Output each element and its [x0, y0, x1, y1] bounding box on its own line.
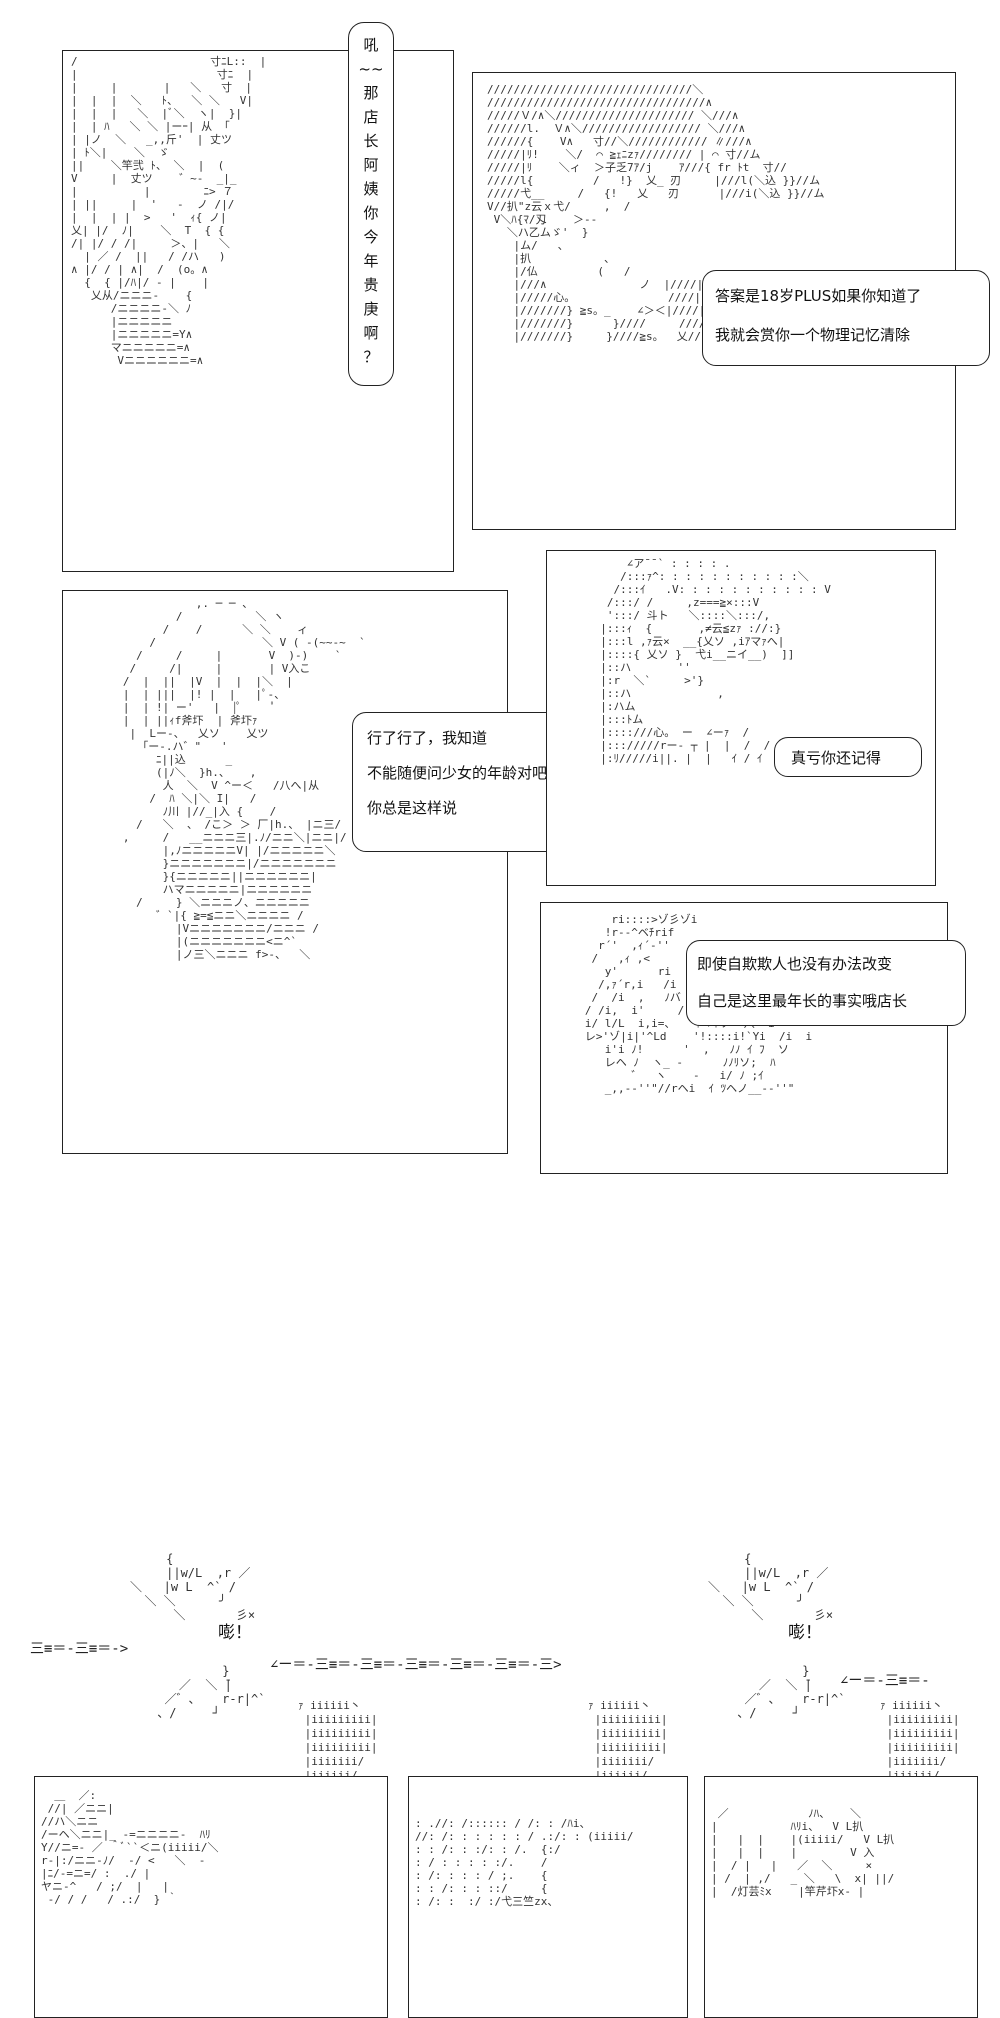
- impact-column-middle: ｧ iiiiii丶 |iiiiiiiii| |iiiiiiiii| |iiiii…: [588, 1699, 668, 1824]
- panel-6: ＿ ／: //| ／ニニ| //ハ＼ニニ /ーヘ＼ニニ|_ -=ニニニニ- ﾊﾘ…: [34, 1776, 388, 2018]
- speech-bubble-change: 即使自欺欺人也没有办法改变 自己是这里最年长的事实哦店长: [686, 940, 966, 1026]
- bubble-char: 吼: [363, 36, 379, 54]
- ascii-art-figure: : .//: /:::::: / /: : /ﾊi、 //: /: : : : …: [415, 1817, 634, 1908]
- bubble-line: 我就会赏你一个物理记忆清除: [715, 326, 911, 344]
- panel-3: ,. ─ ─ 、 / ＼ ヽ / / ＼ ＼ ィ / ＼ V ( -(~~-~ …: [62, 590, 508, 1154]
- bubble-char: 庚: [363, 300, 379, 318]
- sfx-bang-left: 嘭！: [218, 1623, 252, 1643]
- bubble-char: 年: [363, 252, 379, 270]
- speech-bubble-answer: 答案是18岁PLUS如果你知道了 我就会赏你一个物理记忆清除: [702, 270, 990, 366]
- speech-bubble-remember: 真亏你还记得: [774, 737, 922, 777]
- bubble-char: 那: [363, 84, 379, 102]
- sfx-segment: 三≡＝-三≡＝->: [30, 1641, 129, 1657]
- ascii-art-figure: ,. ─ ─ 、 / ＼ ヽ / / ＼ ＼ ィ / ＼ V ( -(~~-~ …: [122, 597, 366, 961]
- panel-7: : .//: /:::::: / /: : /ﾊi、 //: /: : : : …: [408, 1776, 688, 2018]
- burst-effect-right-top: { ||w/L ,r ／ ＼ |w L ^` / ＼ ＼ ╯ ＼ 彡×: [708, 1552, 834, 1622]
- bubble-char: 啊: [363, 324, 379, 342]
- sfx-segment: ∠ー＝-三≡＝-: [840, 1673, 930, 1689]
- ascii-art-figure: / 寸ﾆL:: | | 寸ﾆ | | | | ＼ 寸 | | | | ＼ ﾄ、 …: [71, 55, 267, 367]
- ascii-art-figure: ///////////////////////////////＼ ///////…: [487, 83, 825, 343]
- bubble-char: 姨: [363, 180, 379, 198]
- bubble-line: 真亏你还记得: [791, 749, 882, 767]
- panel-4: ∠ア¯¯` : : : : . /:::ｧ^: : : : : : : : : …: [546, 550, 936, 886]
- bubble-char: 贵: [363, 276, 379, 294]
- bubble-char: 今: [363, 228, 379, 246]
- ascii-art-figure: ＿ ／: //| ／ニニ| //ハ＼ニニ /ーヘ＼ニニ|_ -=ニニニニ- ﾊﾘ…: [41, 1789, 219, 1906]
- bubble-char: ~~: [358, 60, 384, 78]
- bubble-line: 行了行了，我知道: [367, 729, 488, 747]
- sfx-segment: ∠ー＝-三≡＝-三≡＝-三≡＝-三≡＝-三≡＝-三>: [270, 1657, 562, 1673]
- bubble-line: 自己是这里最年长的事实哦店长: [697, 992, 908, 1010]
- burst-effect-left-top: { ||w/L ,r ／ ＼ |w L ^` / ＼ ＼ ╯ ＼ 彡×: [130, 1552, 256, 1622]
- speech-bubble-question: 吼 ~~ 那 店 长 阿 姨 你 今 年 贵 庚 啊 ？: [348, 22, 394, 386]
- bubble-line: 不能随便问少女的年龄对吧: [367, 764, 548, 782]
- bubble-char: 你: [363, 204, 379, 222]
- bubble-char: 长: [363, 132, 379, 150]
- bubble-line: 你总是这样说: [367, 799, 458, 817]
- bubble-char: 店: [363, 108, 379, 126]
- sfx-speed-line: 三≡＝-三≡＝-> ∠ー＝-三≡＝-三≡＝-三≡＝-三≡＝-三≡＝-三> ∠ー＝…: [0, 1622, 1000, 1689]
- bubble-line: 答案是18岁PLUS如果你知道了: [715, 287, 922, 305]
- bubble-char: 阿: [363, 156, 379, 174]
- burst-effect-right-bottom: } ／ ＼ ̄| ／゛、 r‐r|^` 、/ ┘: [737, 1664, 846, 1720]
- panel-8: ／ ﾉﾊ、 ＼ | ﾊﾘi、 V L扒 | | | |(iiiii/ V L扒 …: [704, 1776, 978, 2018]
- burst-effect-left-bottom: } ／ ＼ ̄| ／゛、 r‐r|^` 、/ ┘: [157, 1664, 266, 1720]
- bubble-line: 即使自欺欺人也没有办法改变: [697, 955, 893, 973]
- sfx-bang-right: 嘭！: [788, 1623, 822, 1643]
- panel-1: / 寸ﾆL:: | | 寸ﾆ | | | | ＼ 寸 | | | | ＼ ﾄ、 …: [62, 50, 454, 572]
- bubble-char: ？: [363, 348, 379, 366]
- ascii-art-figure: ／ ﾉﾊ、 ＼ | ﾊﾘi、 V L扒 | | | |(iiiii/ V L扒 …: [711, 1807, 895, 1898]
- ascii-art-figure: ∠ア¯¯` : : : : . /:::ｧ^: : : : : : : : : …: [600, 557, 831, 765]
